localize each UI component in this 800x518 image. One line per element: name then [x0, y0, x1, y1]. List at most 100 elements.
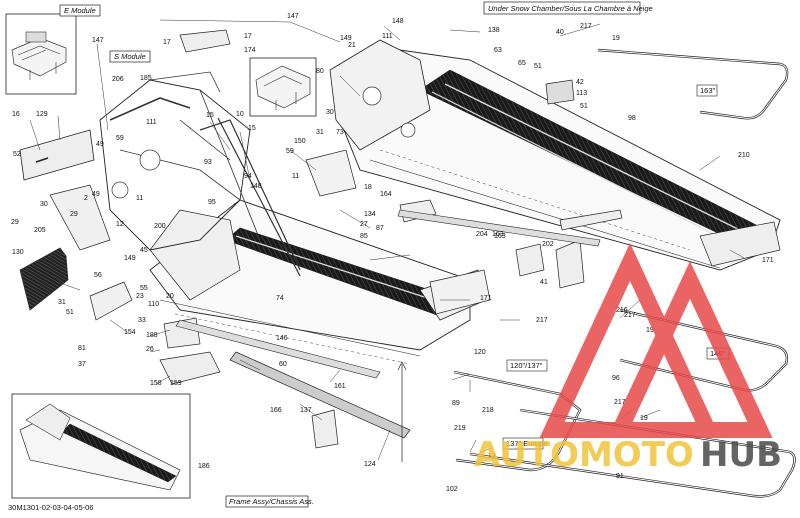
callout: 74 [276, 295, 284, 302]
callout: 81 [78, 345, 86, 352]
callout: 59 [286, 148, 294, 155]
callout: 52 [13, 151, 21, 158]
callout: 138 [488, 27, 500, 34]
callout: 147 [287, 13, 299, 20]
rear-tunnel [329, 39, 781, 271]
front-bumper [19, 247, 69, 311]
callout: 19 [612, 35, 620, 42]
callout: 73 [336, 129, 344, 136]
callout: 147 [92, 37, 104, 44]
callout: 30 [40, 201, 48, 208]
callout: 89 [452, 400, 460, 407]
callout: 41 [540, 279, 548, 286]
drawing-code: 30M1301-02-03-04-05-06 [8, 503, 93, 512]
callout: 91 [616, 473, 624, 480]
callout: 217 [614, 399, 626, 406]
callout: 216 [616, 307, 628, 314]
e-module-label: E Module [64, 6, 96, 15]
callout: 65 [518, 60, 526, 67]
callout: 149 [124, 255, 136, 262]
automotohub-watermark: AUTOMOTO HUB [474, 243, 782, 475]
callout-numbers: 147 147 148 80 149 111 21 138 40 217 19 … [11, 13, 774, 493]
callout: 217 [536, 317, 548, 324]
callout: 174 [244, 47, 256, 54]
callout: 33 [138, 317, 146, 324]
callout: 11 [136, 195, 143, 202]
callout: 188 [146, 332, 158, 339]
callout: 45 [140, 247, 148, 254]
callout: 120 [474, 349, 486, 356]
callout: 149 [340, 35, 352, 42]
callout: 204 [476, 231, 488, 238]
callout: 15 [206, 112, 214, 119]
callout: 163 [494, 233, 506, 240]
callout: 150 [294, 138, 306, 145]
callout: 218 [482, 407, 494, 414]
brackets [49, 29, 623, 449]
callout: 23 [136, 293, 144, 300]
callout: 19 [646, 327, 654, 334]
callout: 17 [163, 39, 171, 46]
callout: 94 [244, 173, 252, 180]
callout: 15 [248, 125, 256, 132]
callout: 185 [140, 75, 152, 82]
s-module-label: S Module [114, 52, 146, 61]
callout: 93 [204, 159, 212, 166]
callout: 146 [276, 335, 288, 342]
leader-lines [29, 19, 745, 461]
under-snow-label-box: Under Snow Chamber/Sous La Chambre à Nei… [483, 1, 653, 15]
callout: 148 [392, 18, 404, 25]
callout: 42 [576, 79, 584, 86]
callout: 130 [12, 249, 24, 256]
callout: 27 [360, 221, 368, 228]
callout: 29 [11, 219, 19, 226]
callout: 51 [66, 309, 74, 316]
callout: 206 [112, 76, 124, 83]
callout: 49 [96, 141, 104, 148]
callout: 63 [494, 47, 502, 54]
callout: 134 [364, 211, 376, 218]
slide-strips [175, 209, 601, 462]
front-tunnel [149, 199, 487, 365]
callout: 111 [382, 33, 393, 40]
callout: 16 [12, 111, 20, 118]
callout: 21 [348, 42, 356, 49]
callout: 163 [492, 231, 504, 238]
size-120-137-label: 120"/137" [510, 361, 543, 370]
callout: 10 [236, 111, 244, 118]
callout: 18 [364, 184, 372, 191]
callout: 19 [640, 415, 648, 422]
callout: 154 [124, 329, 136, 336]
callout: 40 [556, 29, 564, 36]
callout: 80 [316, 68, 324, 75]
callout: 205 [34, 227, 46, 234]
upper-frame [99, 71, 301, 277]
callout: 11 [292, 173, 299, 180]
callout: 148 [250, 183, 262, 190]
frame-assy-inset: Frame Assy/Chassis Ass. [11, 393, 314, 508]
callout: 210 [738, 152, 750, 159]
callout: 87 [376, 225, 384, 232]
side-plate [19, 129, 95, 181]
callout: 202 [542, 241, 554, 248]
callout: 26 [146, 346, 154, 353]
callout: 49 [92, 191, 100, 198]
callout: 219 [454, 425, 466, 432]
callout: 166 [270, 407, 282, 414]
callout: 164 [380, 191, 392, 198]
callout: 85 [360, 233, 368, 240]
callout: 124 [364, 461, 376, 468]
callout: 30 [326, 109, 334, 116]
callout: 113 [576, 90, 587, 97]
callout: 29 [70, 211, 78, 218]
size-163-label: 163" [700, 86, 716, 95]
callout: 96 [612, 375, 620, 382]
size-137-europe-label: 137" Europe [506, 439, 547, 448]
callout: 31 [58, 299, 66, 306]
watermark-brand-b: HUB [700, 435, 782, 475]
callout: 217 [624, 312, 636, 319]
callout: 37 [78, 361, 86, 368]
callout: 217 [580, 23, 592, 30]
callout: 12 [116, 221, 124, 228]
